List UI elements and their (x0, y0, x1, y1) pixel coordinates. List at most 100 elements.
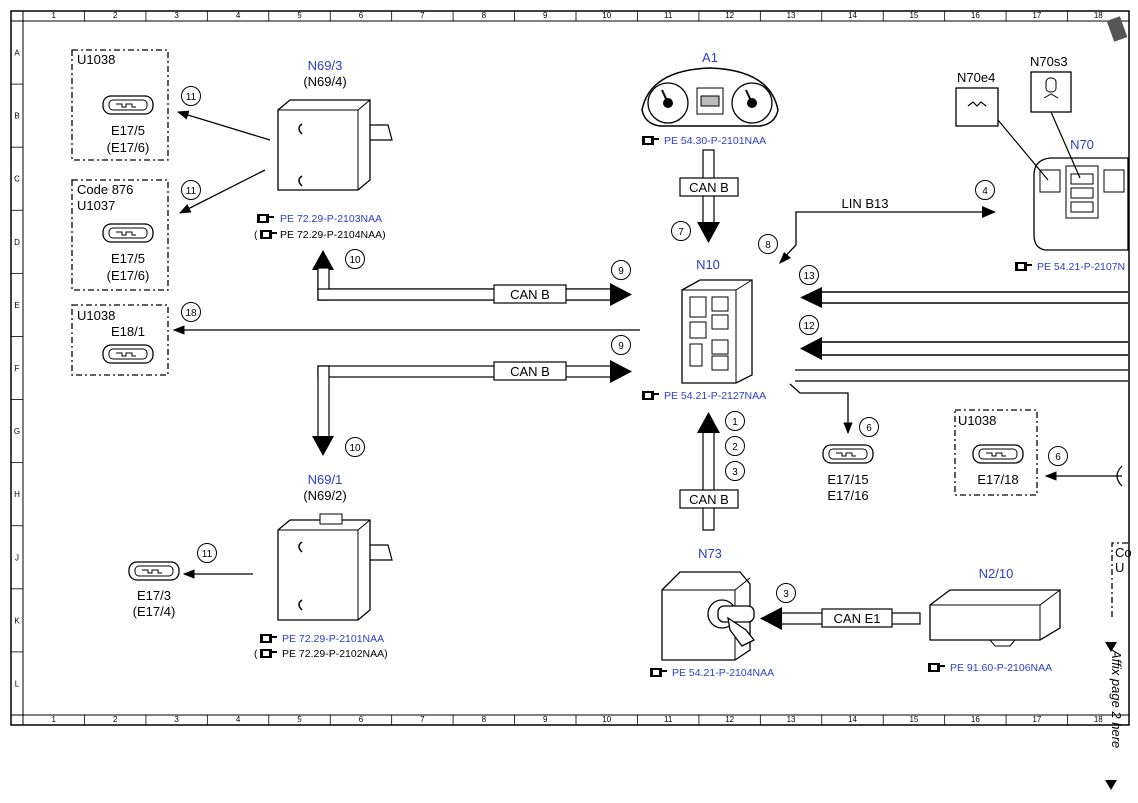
n73-label: N73 (698, 546, 722, 561)
grid-row-H: H (14, 490, 20, 499)
grid-row-L: L (15, 679, 20, 688)
grid-col-top-10: 10 (602, 11, 611, 20)
svg-text:1: 1 (732, 417, 738, 428)
grid-row-F: F (15, 364, 20, 373)
module-n70e4: N70e4 (955, 70, 1049, 181)
svg-text:10: 10 (349, 443, 361, 454)
bus-lin-b13: LIN B13 (779, 196, 996, 264)
grid-row-G: G (14, 427, 20, 436)
svg-text:11: 11 (186, 92, 197, 103)
grid-col-bottom-2: 2 (113, 715, 118, 724)
n70-ref: PE 54.21-P-2107N (1037, 261, 1125, 273)
grid-col-top-17: 17 (1032, 11, 1041, 20)
grid-col-top-9: 9 (543, 11, 548, 20)
callout-2: 2 (725, 436, 745, 456)
box3-connector: E18/1 (111, 324, 145, 339)
box-code876-u1037: Code 876 U1037 E17/5 (E17/6) (71, 179, 169, 291)
grid-col-top-18: 18 (1094, 11, 1103, 20)
n69-2-label: (N69/2) (303, 488, 346, 503)
grid-col-top-11: 11 (664, 11, 673, 20)
box-u1038-e18-1: U1038 E18/1 (71, 304, 169, 376)
callout-9b: 9 (611, 335, 631, 355)
grid-col-bottom-1: 1 (51, 715, 56, 724)
grid-col-bottom-16: 16 (971, 715, 980, 724)
grid-col-top-13: 13 (787, 11, 796, 20)
grid-col-bottom-14: 14 (848, 715, 857, 724)
box-u1038-e17-18: U1038 E17/18 (954, 409, 1038, 496)
box2-connector-alt: (E17/6) (107, 268, 150, 283)
callout-4: 4 (975, 180, 995, 200)
n2-10-ref: PE 91.60-P-2106NAA (950, 662, 1052, 674)
box2-code2: U1037 (77, 198, 115, 213)
grid-col-bottom-10: 10 (602, 715, 611, 724)
grid-col-bottom-11: 11 (664, 715, 673, 724)
grid-col-bottom-5: 5 (297, 715, 302, 724)
svg-text:13: 13 (803, 271, 815, 282)
n69-1-label: N69/1 (308, 472, 343, 487)
clipped-code2: U (1115, 560, 1124, 575)
n10-label: N10 (696, 257, 720, 272)
callout-3b: 3 (776, 583, 796, 603)
svg-text:2: 2 (732, 442, 738, 453)
e17-3-label: E17/3 (137, 588, 171, 603)
bus-can-b-n69-1: CAN B (312, 360, 632, 456)
grid-col-top-3: 3 (174, 11, 179, 20)
callout-11a: 11 (181, 86, 201, 106)
n73-ref: PE 54.21-P-2104NAA (672, 667, 774, 679)
grid-row-J: J (15, 553, 19, 562)
grid-col-top-4: 4 (236, 11, 241, 20)
bus-can-b-a1-n10: CAN B (679, 149, 739, 243)
box4-code: U1038 (958, 413, 996, 428)
callout-9a: 9 (611, 260, 631, 280)
svg-text:18: 18 (185, 308, 197, 319)
grid-col-bottom-4: 4 (236, 715, 241, 724)
frame-border (10, 10, 1130, 726)
grid-row-C: C (14, 175, 20, 184)
connector-e17-15: E17/15 E17/16 (822, 444, 874, 503)
callout-11b: 11 (181, 180, 201, 200)
svg-text:6: 6 (1055, 452, 1061, 463)
grid-col-top-1: 1 (51, 11, 56, 20)
grid-col-bottom-17: 17 (1032, 715, 1041, 724)
box1-code: U1038 (77, 52, 115, 67)
grid-col-top-15: 15 (909, 11, 918, 20)
n69-3-label: N69/3 (308, 58, 343, 73)
side-note: Affix page 2 here (1109, 649, 1124, 748)
n2-10-label: N2/10 (979, 566, 1014, 581)
callout-6b: 6 (1048, 446, 1068, 466)
svg-text:12: 12 (803, 321, 815, 332)
callout-7: 7 (671, 221, 691, 241)
corner-logo-icon (1106, 16, 1128, 42)
a1-label: A1 (702, 50, 718, 65)
svg-text:4: 4 (982, 186, 988, 197)
callout-6a: 6 (859, 417, 879, 437)
n70e4-label: N70e4 (957, 70, 995, 85)
n69-4-ref: PE 72.29-P-2104NAA) (280, 229, 386, 241)
instrument-cluster-a1: A1 PE 54.30-P-2101NAA (641, 50, 779, 147)
can-e1-label: CAN E1 (834, 611, 881, 626)
box1-connector: E17/5 (111, 123, 145, 138)
grid-row-A: A (14, 49, 20, 58)
svg-text:11: 11 (202, 549, 213, 560)
svg-text:3: 3 (783, 589, 789, 600)
n69-1-ref: PE 72.29-P-2101NAA (282, 633, 384, 645)
module-n73: N73 PE 54.21-P-2104NAA (650, 546, 774, 679)
n69-4-label: (N69/4) (303, 74, 346, 89)
module-n70: N70 PE 54.21-P-2107N (1015, 137, 1129, 273)
module-n10: N10 PE 54.21-P-2127NAA (642, 257, 766, 402)
grid-col-top-12: 12 (725, 11, 734, 20)
n70s3-label: N70s3 (1030, 54, 1068, 69)
can-b-label-top: CAN B (689, 180, 729, 195)
arrow-to-box2 (178, 169, 266, 214)
arrow-to-e17-15 (789, 383, 853, 435)
bus-can-b-n69-3: CAN B (312, 250, 632, 306)
grid-col-bottom-9: 9 (543, 715, 548, 724)
grid-row-B: B (14, 112, 19, 121)
module-n69-1: N69/1 (N69/2) PE 72.29-P-2101NAA ( PE 72… (254, 472, 393, 660)
e17-15-label: E17/15 (827, 472, 868, 487)
grid-col-top-8: 8 (482, 11, 487, 20)
n10-ref: PE 54.21-P-2127NAA (664, 390, 766, 402)
grid-col-top-16: 16 (971, 11, 980, 20)
clipped-code: Co (1115, 545, 1132, 560)
